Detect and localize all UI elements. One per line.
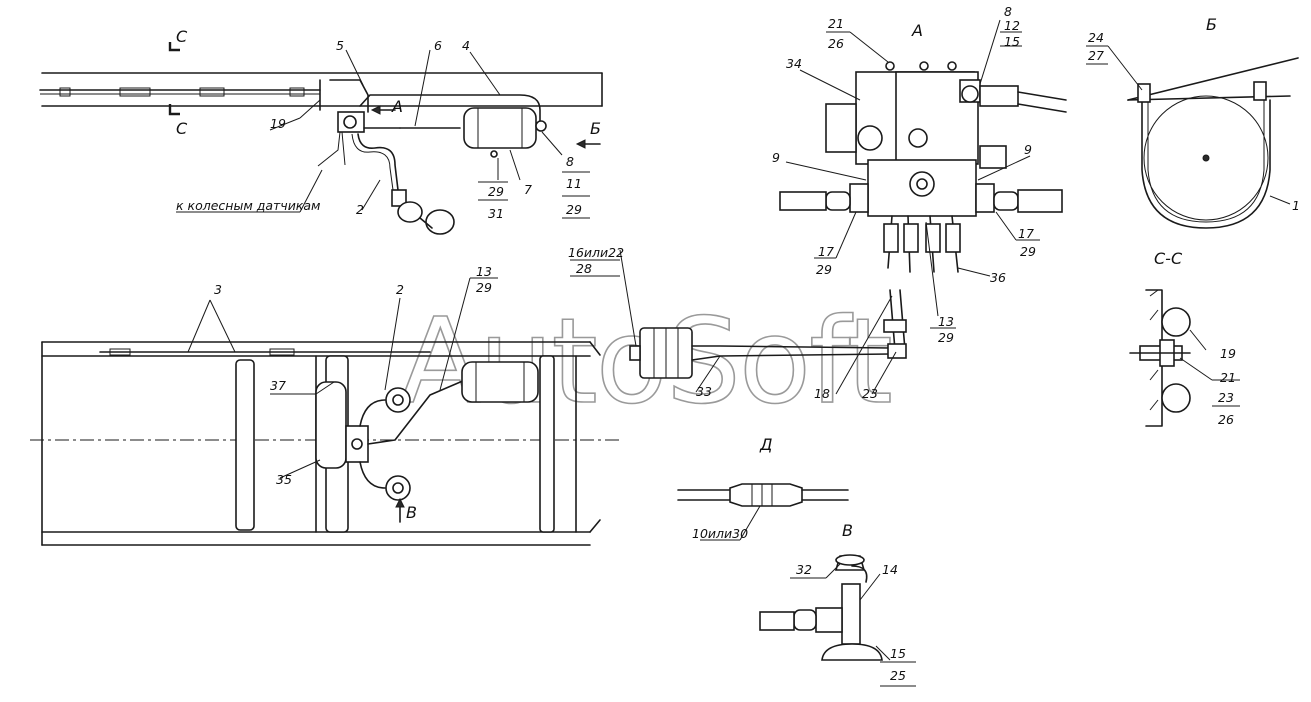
callout-29-e: 29 xyxy=(1020,244,1036,259)
callout-7: 7 xyxy=(524,182,532,197)
callout-33: 33 xyxy=(696,384,712,399)
view-b: Б 24 27 1 xyxy=(1086,15,1300,229)
callout-2-bottom: 2 xyxy=(396,282,404,297)
view-d-title: Д xyxy=(759,435,773,454)
callout-29-c: 29 xyxy=(476,280,492,295)
callout-23-a: 23 xyxy=(862,386,878,401)
callout-2-top: 2 xyxy=(356,202,364,217)
callout-34: 34 xyxy=(786,56,802,71)
callout-4: 4 xyxy=(462,38,470,53)
arrow-v-label: В xyxy=(406,503,417,522)
callout-6: 6 xyxy=(434,38,442,53)
callout-5: 5 xyxy=(336,38,344,53)
callout-9-b: 9 xyxy=(1024,142,1032,157)
wheel-sensors-note: к колесным датчикам xyxy=(176,198,320,213)
callout-31: 31 xyxy=(488,206,504,221)
callout-19-b: 19 xyxy=(1220,346,1236,361)
view-b-title: Б xyxy=(1206,15,1217,34)
callout-26-a: 26 xyxy=(828,36,844,51)
callout-29-b: 29 xyxy=(566,202,582,217)
callout-32: 32 xyxy=(796,562,812,577)
callout-21-a: 21 xyxy=(828,16,844,31)
section-c-bottom-label: С xyxy=(176,119,188,138)
callout-13-a: 13 xyxy=(476,264,492,279)
view-d: Д 10или30 xyxy=(677,435,849,541)
callout-9-a: 9 xyxy=(772,150,780,165)
callout-10-or-30: 10или30 xyxy=(692,526,748,541)
callout-28: 28 xyxy=(576,261,592,276)
callout-17-a: 17 xyxy=(818,244,834,259)
callout-11: 11 xyxy=(566,176,582,191)
callout-15-a: 15 xyxy=(1004,34,1020,49)
callout-37: 37 xyxy=(270,378,286,393)
callout-15-b: 15 xyxy=(890,646,906,661)
callout-25: 25 xyxy=(890,668,906,683)
arrow-b-label: Б xyxy=(590,119,601,138)
view-a-title: А xyxy=(911,21,923,40)
callout-8-a: 8 xyxy=(566,154,574,169)
callout-1: 1 xyxy=(1292,198,1300,213)
plan-view: В 3 2 13 29 37 35 xyxy=(30,264,620,546)
callout-8-b: 8 xyxy=(1004,4,1012,19)
callout-12: 12 xyxy=(1004,18,1020,33)
view-v-title: В xyxy=(842,521,853,540)
callout-3: 3 xyxy=(214,282,222,297)
callout-23-b: 23 xyxy=(1218,390,1234,405)
callout-18: 18 xyxy=(814,386,830,401)
callout-14: 14 xyxy=(882,562,898,577)
section-c-c-title: С-С xyxy=(1154,249,1183,268)
callout-16-or-22: 16или22 xyxy=(568,245,624,260)
callout-29-d: 29 xyxy=(816,262,832,277)
callout-29-f: 29 xyxy=(938,330,954,345)
callout-24: 24 xyxy=(1088,30,1104,45)
view-v: В 32 14 15 25 xyxy=(759,521,916,687)
callout-17-b: 17 xyxy=(1018,226,1034,241)
callout-27: 27 xyxy=(1088,48,1104,63)
callout-26-b: 26 xyxy=(1218,412,1234,427)
section-c-top-label: С xyxy=(176,27,188,46)
connector-detail: 16или22 28 33 18 23 xyxy=(568,245,907,401)
callout-35: 35 xyxy=(276,472,292,487)
callout-29-a: 29 xyxy=(488,184,504,199)
arrow-a-label: А xyxy=(391,97,403,116)
callout-13-b: 13 xyxy=(938,314,954,329)
callout-21-b: 21 xyxy=(1220,370,1236,385)
side-view: С С А Б 5 6 4 19 2 29 31 7 8 11 29 xyxy=(39,27,603,235)
section-c-c: С-С 19 21 23 26 xyxy=(1129,249,1240,427)
callout-36: 36 xyxy=(990,270,1006,285)
callout-19-top: 19 xyxy=(270,116,286,131)
view-a: А 21 26 xyxy=(772,4,1067,345)
